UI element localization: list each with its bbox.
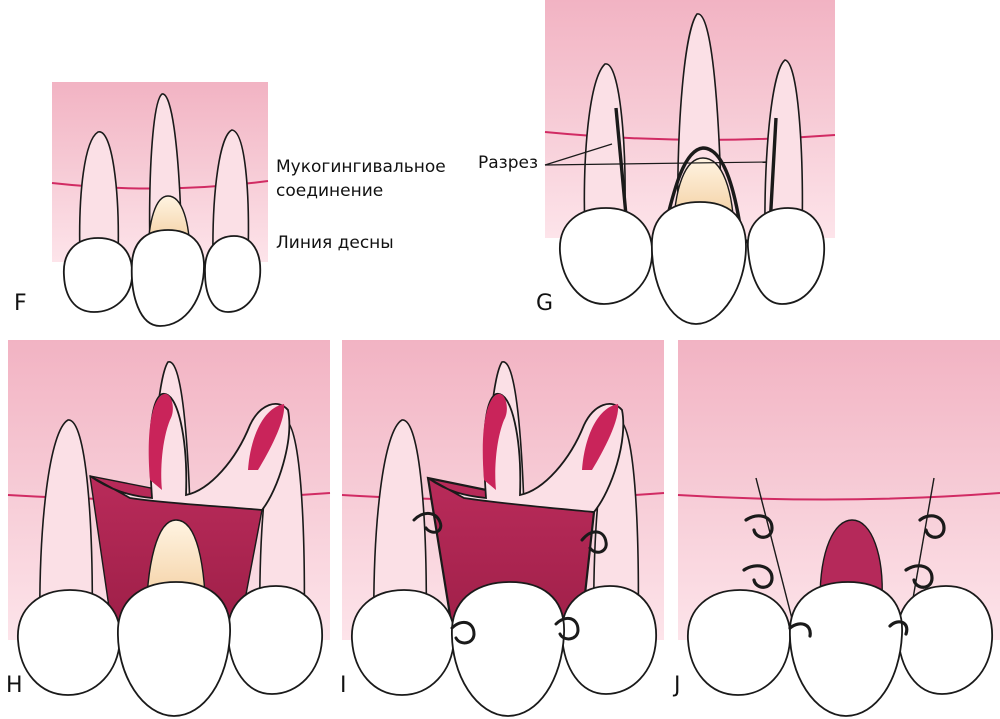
incision-label: Разрез bbox=[478, 153, 538, 173]
gum-line-label: Линия десны bbox=[276, 233, 394, 253]
panel-j-drawing bbox=[677, 340, 1000, 717]
mucogingival-label-line1: Мукогингивальное bbox=[276, 157, 446, 177]
panel-h-drawing bbox=[7, 340, 331, 717]
panel-label-j: J bbox=[674, 673, 681, 698]
panel-label-i: I bbox=[340, 673, 347, 698]
panel-f-drawing bbox=[51, 82, 269, 327]
mucogingival-label-line2: соединение bbox=[276, 181, 384, 201]
panel-label-f: F bbox=[14, 291, 27, 316]
panel-label-g: G bbox=[536, 291, 554, 316]
panel-label-h: H bbox=[6, 673, 23, 698]
panel-i-drawing bbox=[341, 340, 665, 717]
panel-g-drawing bbox=[544, 0, 836, 325]
